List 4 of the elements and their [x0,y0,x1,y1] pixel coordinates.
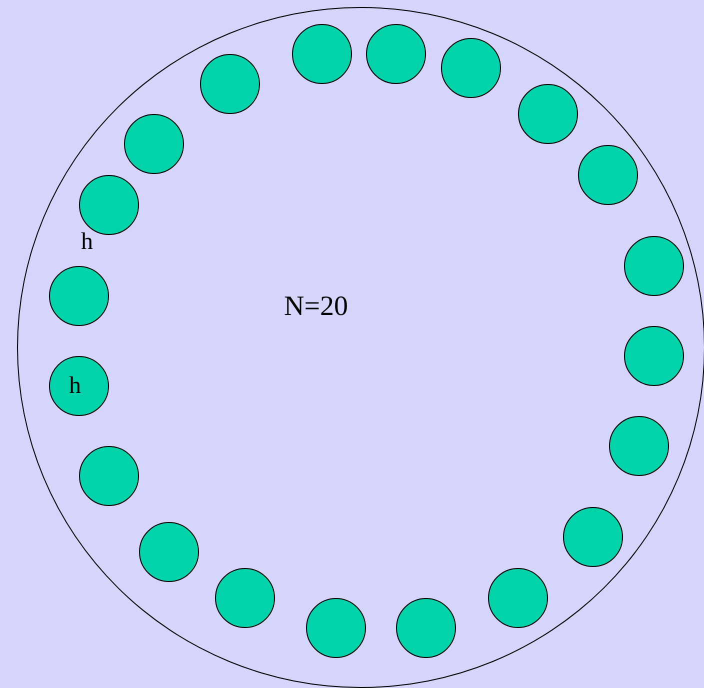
count-label: N=20 [284,290,348,324]
bead-circle: h [49,356,109,416]
bead-label: h [81,228,93,256]
ring-outline [17,7,704,688]
